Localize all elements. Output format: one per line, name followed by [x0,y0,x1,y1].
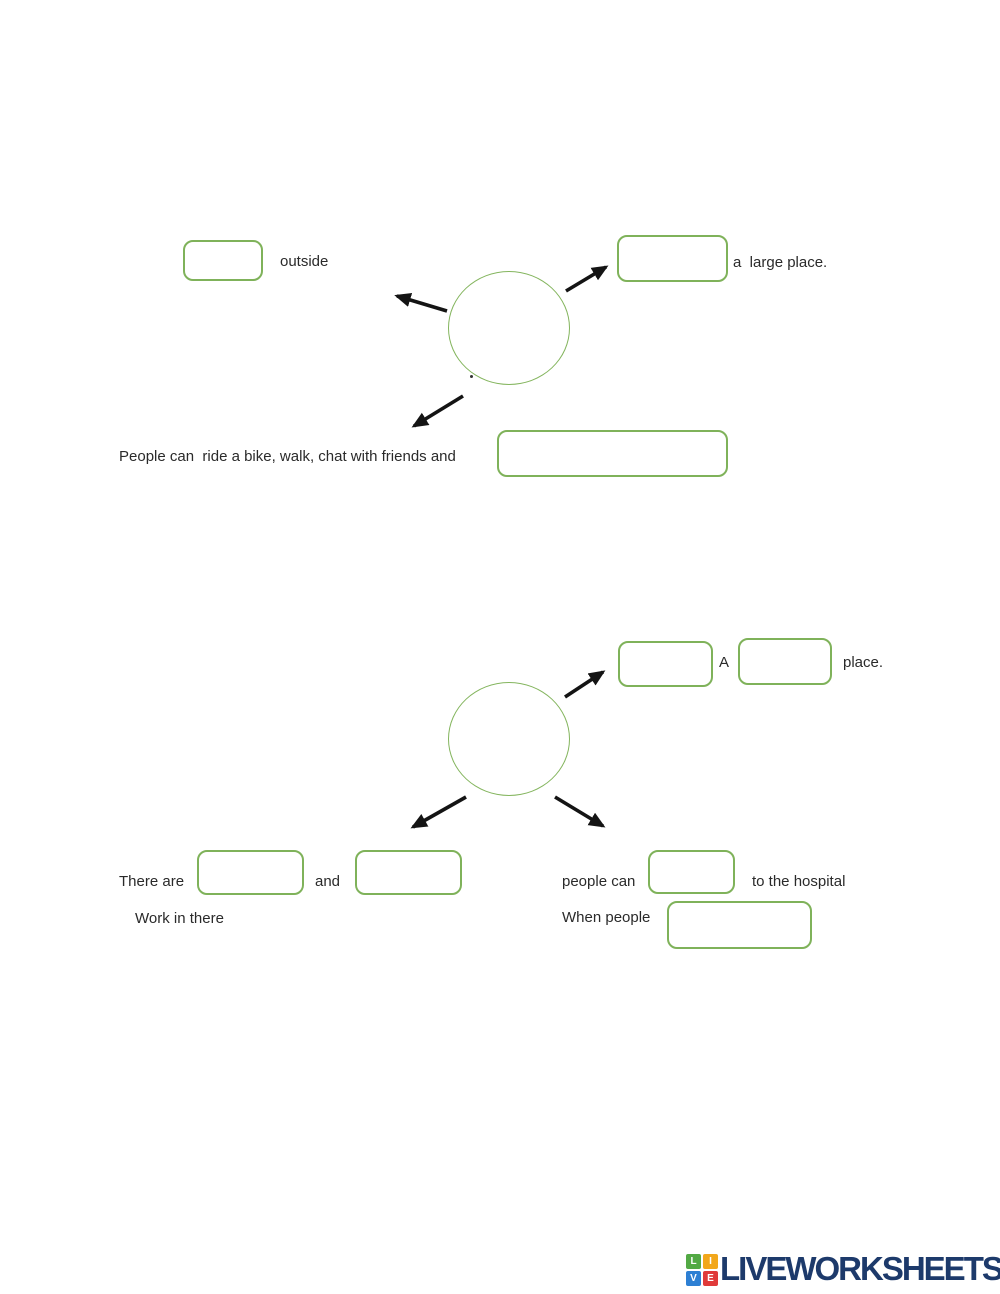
to-the-hospital-label: to the hospital [752,873,846,890]
topic-circle-1 [448,271,570,385]
logo-square-l: L [686,1254,701,1269]
answer-input-top-2[interactable] [738,638,832,685]
outside-label: outside [280,253,329,270]
work-in-there-label: Work in there [135,910,224,927]
liveworksheets-wordmark: LIVEWORKSHEETS [720,1250,1000,1287]
arrow-diagram1-down-left [411,394,464,428]
liveworksheets-logo-icon: L I V E [686,1254,718,1286]
answer-input-outside[interactable] [183,240,263,281]
and-label: and [315,873,341,890]
answer-input-top-1[interactable] [618,641,713,687]
people-can-label: people can [562,873,636,890]
arrow-diagram2-down-right [554,795,606,828]
there-are-label: There are [119,873,185,890]
logo-square-e: E [703,1271,718,1286]
answer-input-there-are-2[interactable] [355,850,462,895]
people-can-sentence-label: People can ride a bike, walk, chat with … [119,448,456,465]
logo-square-i: I [703,1254,718,1269]
answer-input-people-can[interactable] [648,850,735,894]
answer-input-activities[interactable] [497,430,728,477]
place-label: place. [843,654,884,671]
liveworksheets-logo: L I V E LIVEWORKSHEETS [686,1250,1000,1287]
a-label: A [719,654,730,671]
arrow-diagram1-left [394,293,448,313]
answer-input-when-people[interactable] [667,901,812,949]
arrow-diagram2-down-left [410,795,467,829]
stray-dot [470,375,473,378]
answer-input-large-place[interactable] [617,235,728,282]
arrow-diagram1-up-right [565,265,609,293]
arrow-diagram2-up-right [564,670,606,699]
topic-circle-2 [448,682,570,796]
answer-input-there-are-1[interactable] [197,850,304,895]
logo-square-v: V [686,1271,701,1286]
when-people-label: When people [562,909,651,926]
large-place-label: a large place. [733,254,828,271]
